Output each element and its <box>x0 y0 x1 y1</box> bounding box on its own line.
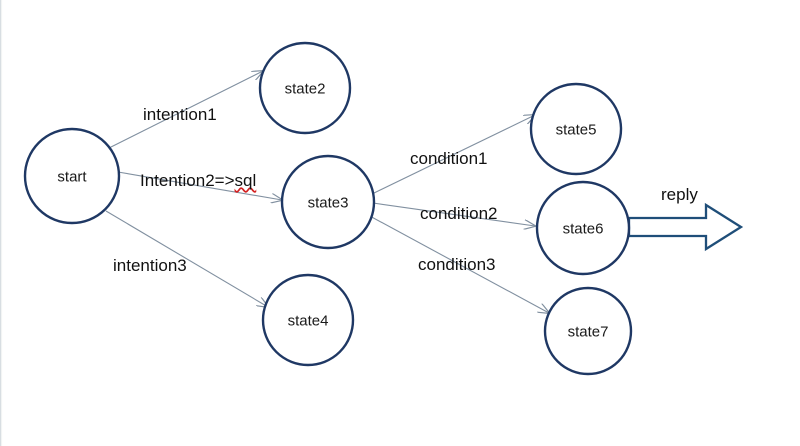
node-state3-label: state3 <box>308 195 349 212</box>
reply-block-arrow <box>627 202 744 252</box>
node-state5-label: state5 <box>556 122 597 139</box>
left-border-strip <box>0 0 3 446</box>
node-state3[interactable]: state3 <box>280 154 376 250</box>
edge-state3-to-state7 <box>367 214 549 313</box>
node-state5[interactable]: state5 <box>529 82 623 176</box>
edge-group <box>105 71 549 313</box>
edge-start-to-state2 <box>108 71 263 149</box>
edge-label-intention2-sql: Intention2=>sql <box>140 171 256 191</box>
edge-start-to-state3 <box>117 171 282 200</box>
node-state6[interactable]: state6 <box>535 180 631 276</box>
node-state2[interactable]: state2 <box>258 41 352 135</box>
edge-label-condition2: condition2 <box>420 204 498 223</box>
node-state2-label: state2 <box>285 81 326 98</box>
edge-label-intention1: intention1 <box>143 105 217 124</box>
edge-state3-to-state6 <box>372 202 535 226</box>
node-state7[interactable]: state7 <box>543 286 633 376</box>
block-arrow-label-reply: reply <box>661 185 698 204</box>
edge-label-condition3: condition3 <box>418 255 496 274</box>
edge-label-sql-misspelled: sql <box>234 171 257 190</box>
edge-state3-to-state5 <box>371 115 535 195</box>
node-state4-label: state4 <box>288 313 329 330</box>
node-state6-label: state6 <box>563 221 604 238</box>
edge-label-condition1: condition1 <box>410 149 488 168</box>
node-start[interactable]: start <box>23 127 121 225</box>
edge-start-to-state4 <box>105 210 268 307</box>
edge-label-intention3: intention3 <box>113 256 187 275</box>
node-group: start state2 state3 state4 state5 state6 <box>23 41 633 376</box>
node-state4[interactable]: state4 <box>261 273 355 367</box>
node-state7-label: state7 <box>568 324 609 341</box>
edge-label-intention2-plain: Intention2=> <box>140 171 235 190</box>
node-start-label: start <box>57 169 87 186</box>
